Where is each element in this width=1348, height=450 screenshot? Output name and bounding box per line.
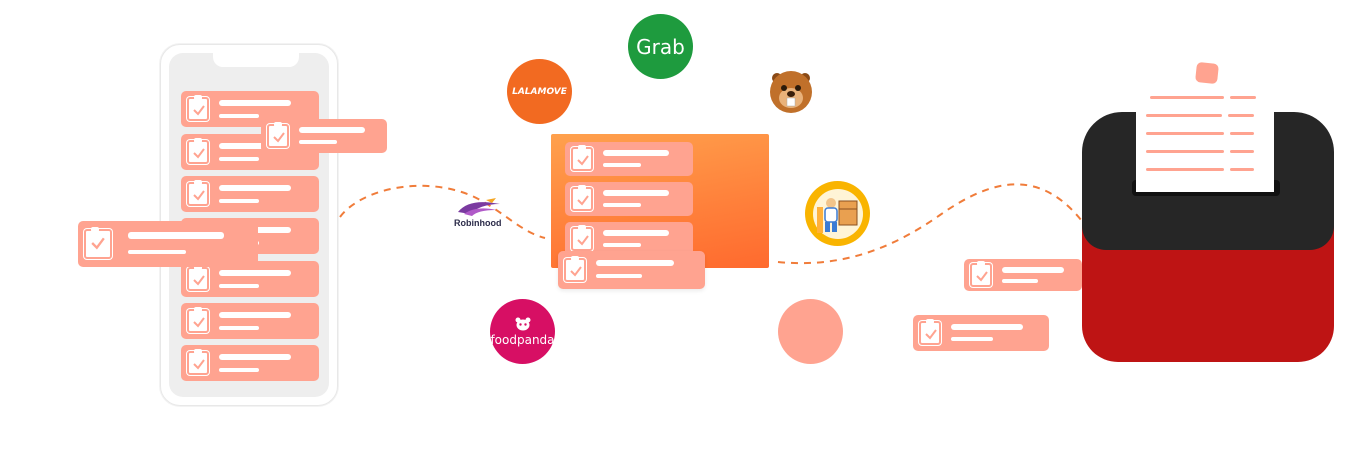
order-card-floating [261,119,387,153]
order-card [181,176,319,212]
clipboard-check-icon [187,307,209,333]
foodpanda-logo-text: foodpanda [490,332,555,347]
order-card [181,345,319,381]
clipboard-check-icon [187,180,209,206]
clipboard-check-icon [187,138,209,164]
foodpanda-logo: foodpanda [490,299,555,364]
hub-order-card-floating [558,251,705,289]
hub-order-card [565,222,693,256]
clipboard-check-icon [970,261,992,287]
blank-logo-placeholder [778,299,843,364]
delivery-courier-icon [812,188,863,239]
clipboard-check-icon [84,227,112,259]
grab-logo: Grab [628,14,693,79]
hub-order-card [565,182,693,216]
clipboard-check-icon [267,122,289,148]
printer-order-card [964,259,1082,291]
clipboard-check-icon [919,319,941,345]
clipboard-check-icon [564,256,586,282]
clipboard-check-icon [571,225,593,251]
robinhood-logo-text: Robinhood [454,218,502,228]
robinhood-bird-icon [458,198,500,216]
order-card [181,261,319,297]
beaver-logo [769,68,813,114]
order-card [181,303,319,339]
clipboard-check-icon [187,265,209,291]
printed-receipt [1136,86,1274,192]
clipboard-check-icon [187,95,209,121]
delivery-logo [805,181,870,246]
clipboard-check-icon [571,185,593,211]
grab-logo-text: Grab [636,34,685,59]
lalamove-logo-text: LALAMOVE [512,86,567,97]
phone-notch [213,53,299,67]
order-card-floating [78,221,258,267]
beaver-mascot-icon [770,71,812,113]
hub-order-card [565,142,693,176]
clipboard-check-icon [187,349,209,375]
printer-order-card [913,315,1049,351]
hub-to-printer-connector [777,183,1086,265]
phone-to-hub-connector [339,184,546,239]
panda-icon [515,317,530,330]
lalamove-logo: LALAMOVE [507,59,572,124]
receipt-tab [1195,61,1219,85]
clipboard-check-icon [571,145,593,171]
